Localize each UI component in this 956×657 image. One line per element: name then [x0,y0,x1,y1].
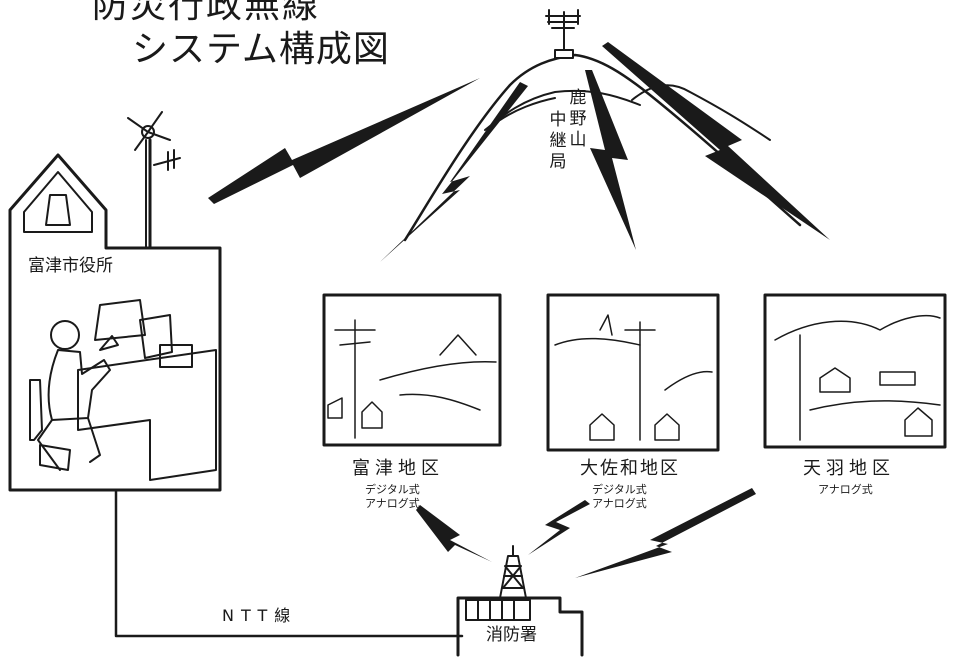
diagram-title-line-1: 防災行政無線 [92,0,321,26]
osawa-area-picture [546,293,720,452]
area-types-futtsu: デジタル式 アナログ式 [365,483,420,511]
mountain-illustration [403,53,802,242]
fire-station-label: 消防署 [486,625,537,645]
ntt-line-label: NTT線 [222,606,298,625]
city-hall-building [8,111,222,492]
area-type-label: アナログ式 [592,497,647,510]
area-types-osawa: デジタル式 アナログ式 [592,483,647,511]
relay-mountain-label: 鹿 野 山 [569,88,587,150]
fire-station-building [456,545,584,657]
area-name-amaha: 天羽地区 [803,458,895,479]
city-hall-label: 富津市役所 [28,256,113,276]
radio-link-bolts [208,42,830,578]
area-type-label: アナログ式 [818,483,873,496]
area-name-osawa: 大佐和地区 [580,458,680,479]
amaha-area-picture [763,293,947,449]
relay-antenna-icon [545,9,581,59]
ntt-line [114,488,464,638]
area-type-label: アナログ式 [365,497,420,510]
area-name-futtsu: 富津地区 [352,458,444,479]
area-type-label: デジタル式 [592,483,647,496]
area-types-amaha: アナログ式 [818,483,873,497]
area-type-label: デジタル式 [365,483,420,496]
diagram-title-line-2: システム構成図 [132,29,390,70]
area-scenery [327,314,941,441]
futtsu-area-picture [322,293,502,447]
relay-station-label: 中 継 局 [549,110,567,172]
